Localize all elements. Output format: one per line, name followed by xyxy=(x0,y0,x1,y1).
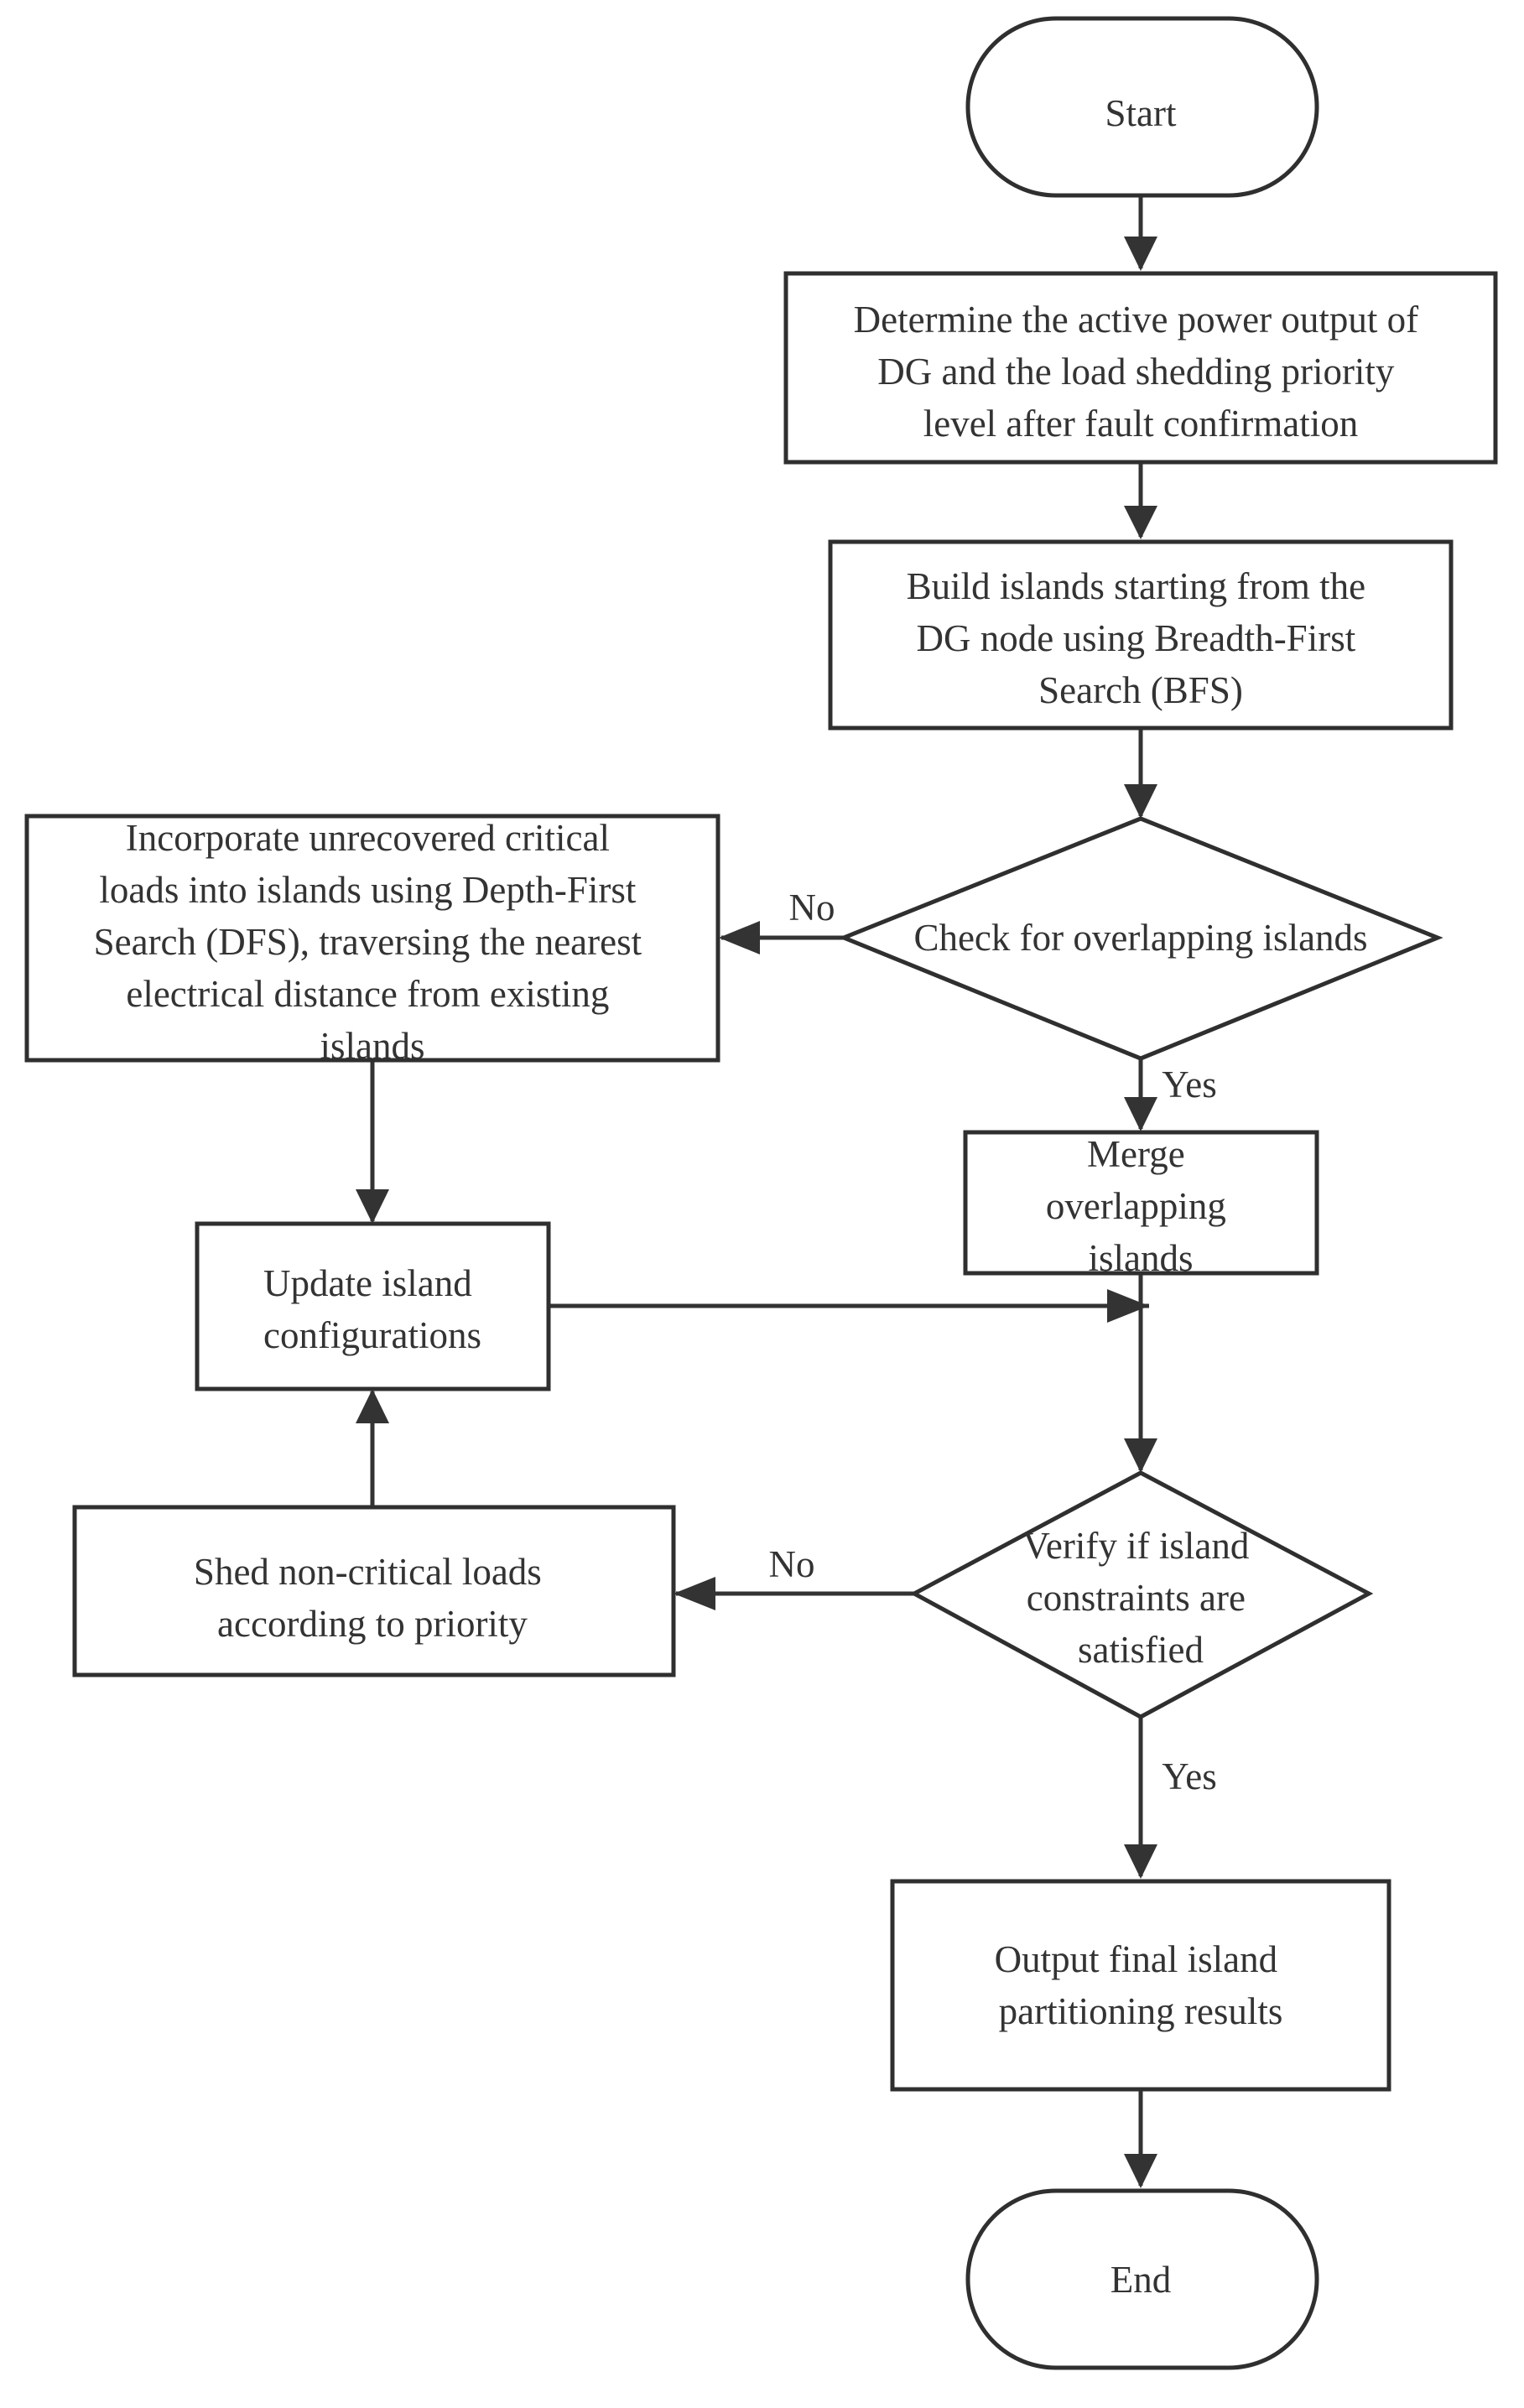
update-line-1: Update island xyxy=(263,1262,472,1304)
determine-node: Determine the active power output of DG … xyxy=(783,271,1498,465)
arrowhead-incorporate xyxy=(719,921,760,954)
svg-text:Output final island pa: Output final island partitioning results xyxy=(995,1938,1287,2032)
arrowhead-end xyxy=(1124,2154,1157,2188)
arrowhead-verify xyxy=(1124,1438,1157,1473)
edges xyxy=(356,195,1157,2188)
svg-text:Determine the active power out: Determine the active power output of DG … xyxy=(854,299,1428,445)
arrowhead-output xyxy=(1124,1844,1157,1879)
verify-line-3: satisfied xyxy=(1078,1629,1204,1671)
incorporate-line-4: electrical distance from existing xyxy=(126,973,609,1015)
incorporate-line-1: Incorporate unrecovered critical xyxy=(126,817,610,859)
svg-text:Check for overlapping islands: Check for overlapping islands xyxy=(913,917,1367,959)
build-line-2: DG node using Breadth-First xyxy=(917,617,1356,659)
arrowhead-determine xyxy=(1124,237,1157,271)
svg-text:Start: Start xyxy=(1105,92,1177,134)
verify-line-1: Verify if island xyxy=(1022,1525,1249,1567)
edge-label-check-yes: Yes xyxy=(1162,1064,1216,1105)
svg-text:Verify if island const: Verify if island constraints are satisfi… xyxy=(1022,1525,1258,1671)
edge-label-verify-no: No xyxy=(769,1543,815,1585)
shed-node: Shed non-critical loads according to pri… xyxy=(72,1505,676,1677)
arrowhead-update-top xyxy=(356,1189,389,1224)
verify-decision: Verify if island constraints are satisfi… xyxy=(909,1470,1374,1719)
merge-line-1: Merge xyxy=(1087,1133,1185,1175)
end-node: End xyxy=(965,2188,1319,2370)
arrowhead-merge xyxy=(1124,1097,1157,1131)
update-line-2: configurations xyxy=(263,1314,481,1356)
nodes: Start Determine the active power output … xyxy=(24,16,1498,2370)
incorporate-line-3: Search (DFS), traversing the nearest xyxy=(94,921,642,963)
incorporate-line-5: islands xyxy=(320,1025,424,1067)
check-label: Check for overlapping islands xyxy=(913,917,1367,959)
shed-line-1: Shed non-critical loads xyxy=(194,1551,542,1593)
arrowhead-join xyxy=(1107,1289,1149,1323)
arrowhead-build xyxy=(1124,506,1157,539)
start-label: Start xyxy=(1105,92,1177,134)
output-line-2: partitioning results xyxy=(999,1990,1283,2032)
svg-text:Incorporate unrecovered critic: Incorporate unrecovered critical loads i… xyxy=(94,817,652,1067)
svg-text:Build islands starting from th: Build islands starting from the DG node … xyxy=(907,565,1376,711)
start-node: Start xyxy=(965,16,1319,198)
incorporate-line-2: loads into islands using Depth-First xyxy=(99,869,636,911)
svg-text:Merge overlapping: Merge overlapping islands xyxy=(1046,1133,1235,1279)
verify-line-2: constraints are xyxy=(1027,1577,1246,1619)
edge-labels: No Yes No Yes xyxy=(769,887,1217,1797)
shed-line-2: according to priority xyxy=(217,1603,528,1645)
arrowhead-shed xyxy=(674,1577,715,1610)
merge-line-2: overlapping xyxy=(1046,1185,1226,1227)
determine-line-1: Determine the active power output of xyxy=(854,299,1419,341)
merge-node: Merge overlapping islands xyxy=(963,1130,1319,1279)
edge-label-check-no: No xyxy=(789,887,835,928)
arrowhead-check xyxy=(1124,784,1157,819)
svg-text:Update island configur: Update island configurations xyxy=(263,1262,481,1356)
output-line-1: Output final island xyxy=(995,1938,1277,1980)
build-line-1: Build islands starting from the xyxy=(907,565,1365,607)
check-decision: Check for overlapping islands xyxy=(838,816,1443,1061)
arrowhead-update-bottom xyxy=(356,1389,389,1423)
edge-label-verify-yes: Yes xyxy=(1162,1755,1216,1797)
incorporate-node: Incorporate unrecovered critical loads i… xyxy=(24,814,720,1067)
end-label: End xyxy=(1110,2259,1172,2301)
output-node: Output final island partitioning results xyxy=(890,1879,1391,2092)
build-line-3: Search (BFS) xyxy=(1038,669,1243,711)
svg-text:End: End xyxy=(1110,2259,1172,2301)
update-node: Update island configurations xyxy=(195,1221,551,1391)
determine-line-3: level after fault confirmation xyxy=(923,403,1359,445)
build-node: Build islands starting from the DG node … xyxy=(828,539,1454,731)
svg-text:Shed non-critical loads: Shed non-critical loads according to pri… xyxy=(194,1551,551,1645)
merge-line-3: islands xyxy=(1088,1237,1193,1279)
determine-line-2: DG and the load shedding priority xyxy=(877,351,1395,393)
